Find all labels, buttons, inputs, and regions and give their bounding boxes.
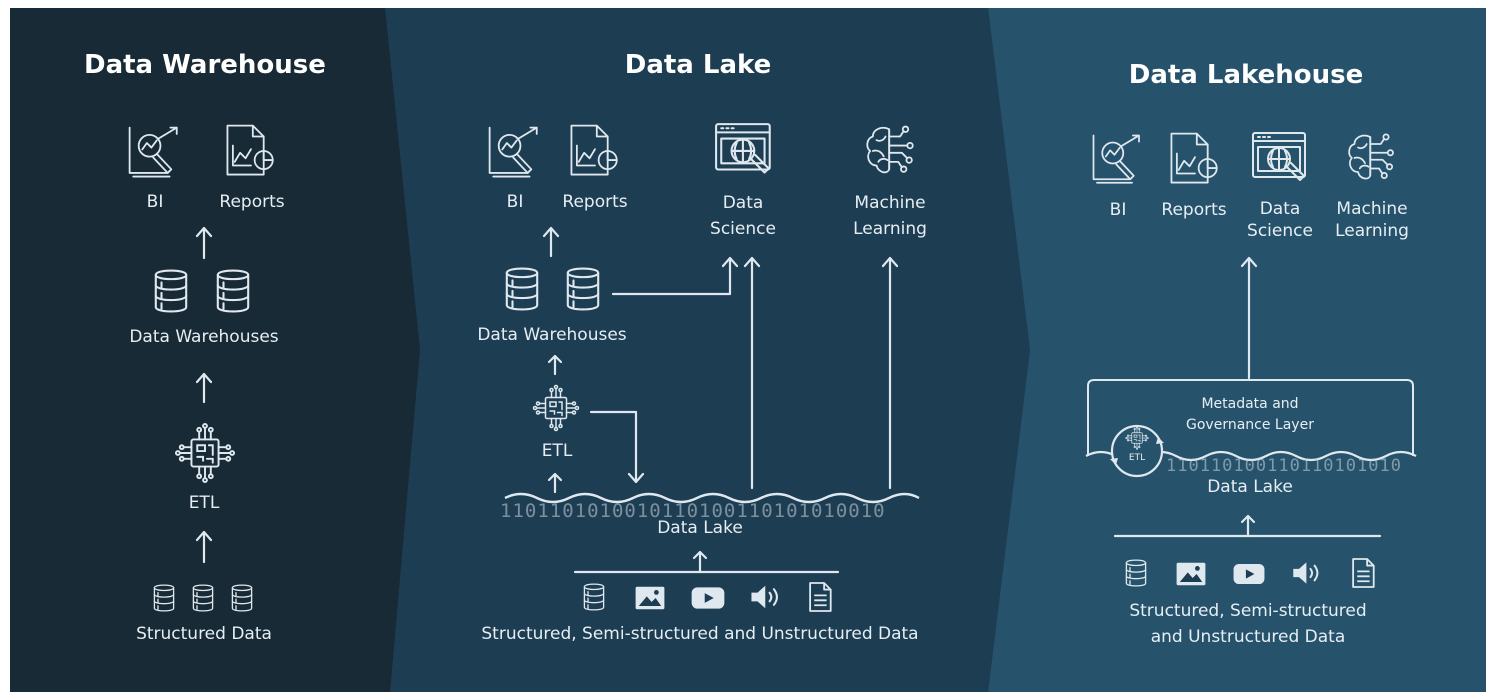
consumer-label-reports: Reports: [219, 192, 285, 212]
panel-title: Data Lake: [624, 50, 772, 80]
consumer-label-bi: BI: [1109, 200, 1127, 220]
panel-title: Data Warehouse: [84, 50, 326, 80]
consumer-label-bi: BI: [146, 192, 164, 212]
video-icon: [1233, 563, 1265, 585]
consumer-label-bi: BI: [506, 192, 524, 212]
etl-badge-label: ETL: [1128, 453, 1146, 463]
etl-label: ETL: [541, 441, 573, 461]
panel-data-lake: [385, 8, 1030, 692]
lake-label: Data Lake: [657, 518, 743, 538]
image-icon: [1176, 562, 1206, 586]
governance-layer-border: [1087, 379, 1414, 456]
lake-wave: [504, 492, 920, 504]
consumer-label-reports: Reports: [1161, 200, 1227, 220]
consumer-label-data-science: Data Science: [1247, 199, 1313, 241]
panel-data-lakehouse: [988, 8, 1486, 692]
binary-stream: 110110100110110101010: [1166, 456, 1402, 476]
lake-label: Data Lake: [1207, 477, 1293, 497]
source-label: Structured, Semi-structured and Unstruct…: [1129, 601, 1367, 647]
flow-arrow: [542, 226, 899, 574]
image-icon: [635, 586, 665, 610]
consumer-label-machine-learning: Machine Learning: [1335, 199, 1409, 241]
cycle-arrow-icon: [1110, 437, 1164, 465]
consumer-label-data-science: Data Science: [710, 193, 776, 239]
source-label: Structured Data: [136, 624, 272, 644]
governance-layer-label: Metadata and Governance Layer: [1186, 396, 1314, 433]
video-icon: [691, 587, 725, 609]
etl-label: ETL: [188, 493, 220, 513]
flow-arrow: [195, 226, 213, 564]
storage-label: Data Warehouses: [129, 327, 279, 347]
binary-stream: 1101101010010110100110101010010: [500, 500, 886, 522]
source-label: Structured, Semi-structured and Unstruct…: [481, 624, 919, 644]
etl-cycle-icon: [1110, 424, 1164, 478]
panel-title: Data Lakehouse: [1128, 60, 1364, 90]
panel-data-warehouse: [10, 8, 420, 692]
flow-arrow: [1113, 256, 1382, 538]
consumer-label-machine-learning: Machine Learning: [853, 193, 927, 239]
storage-label: Data Warehouses: [477, 325, 627, 345]
consumer-label-reports: Reports: [562, 192, 628, 212]
